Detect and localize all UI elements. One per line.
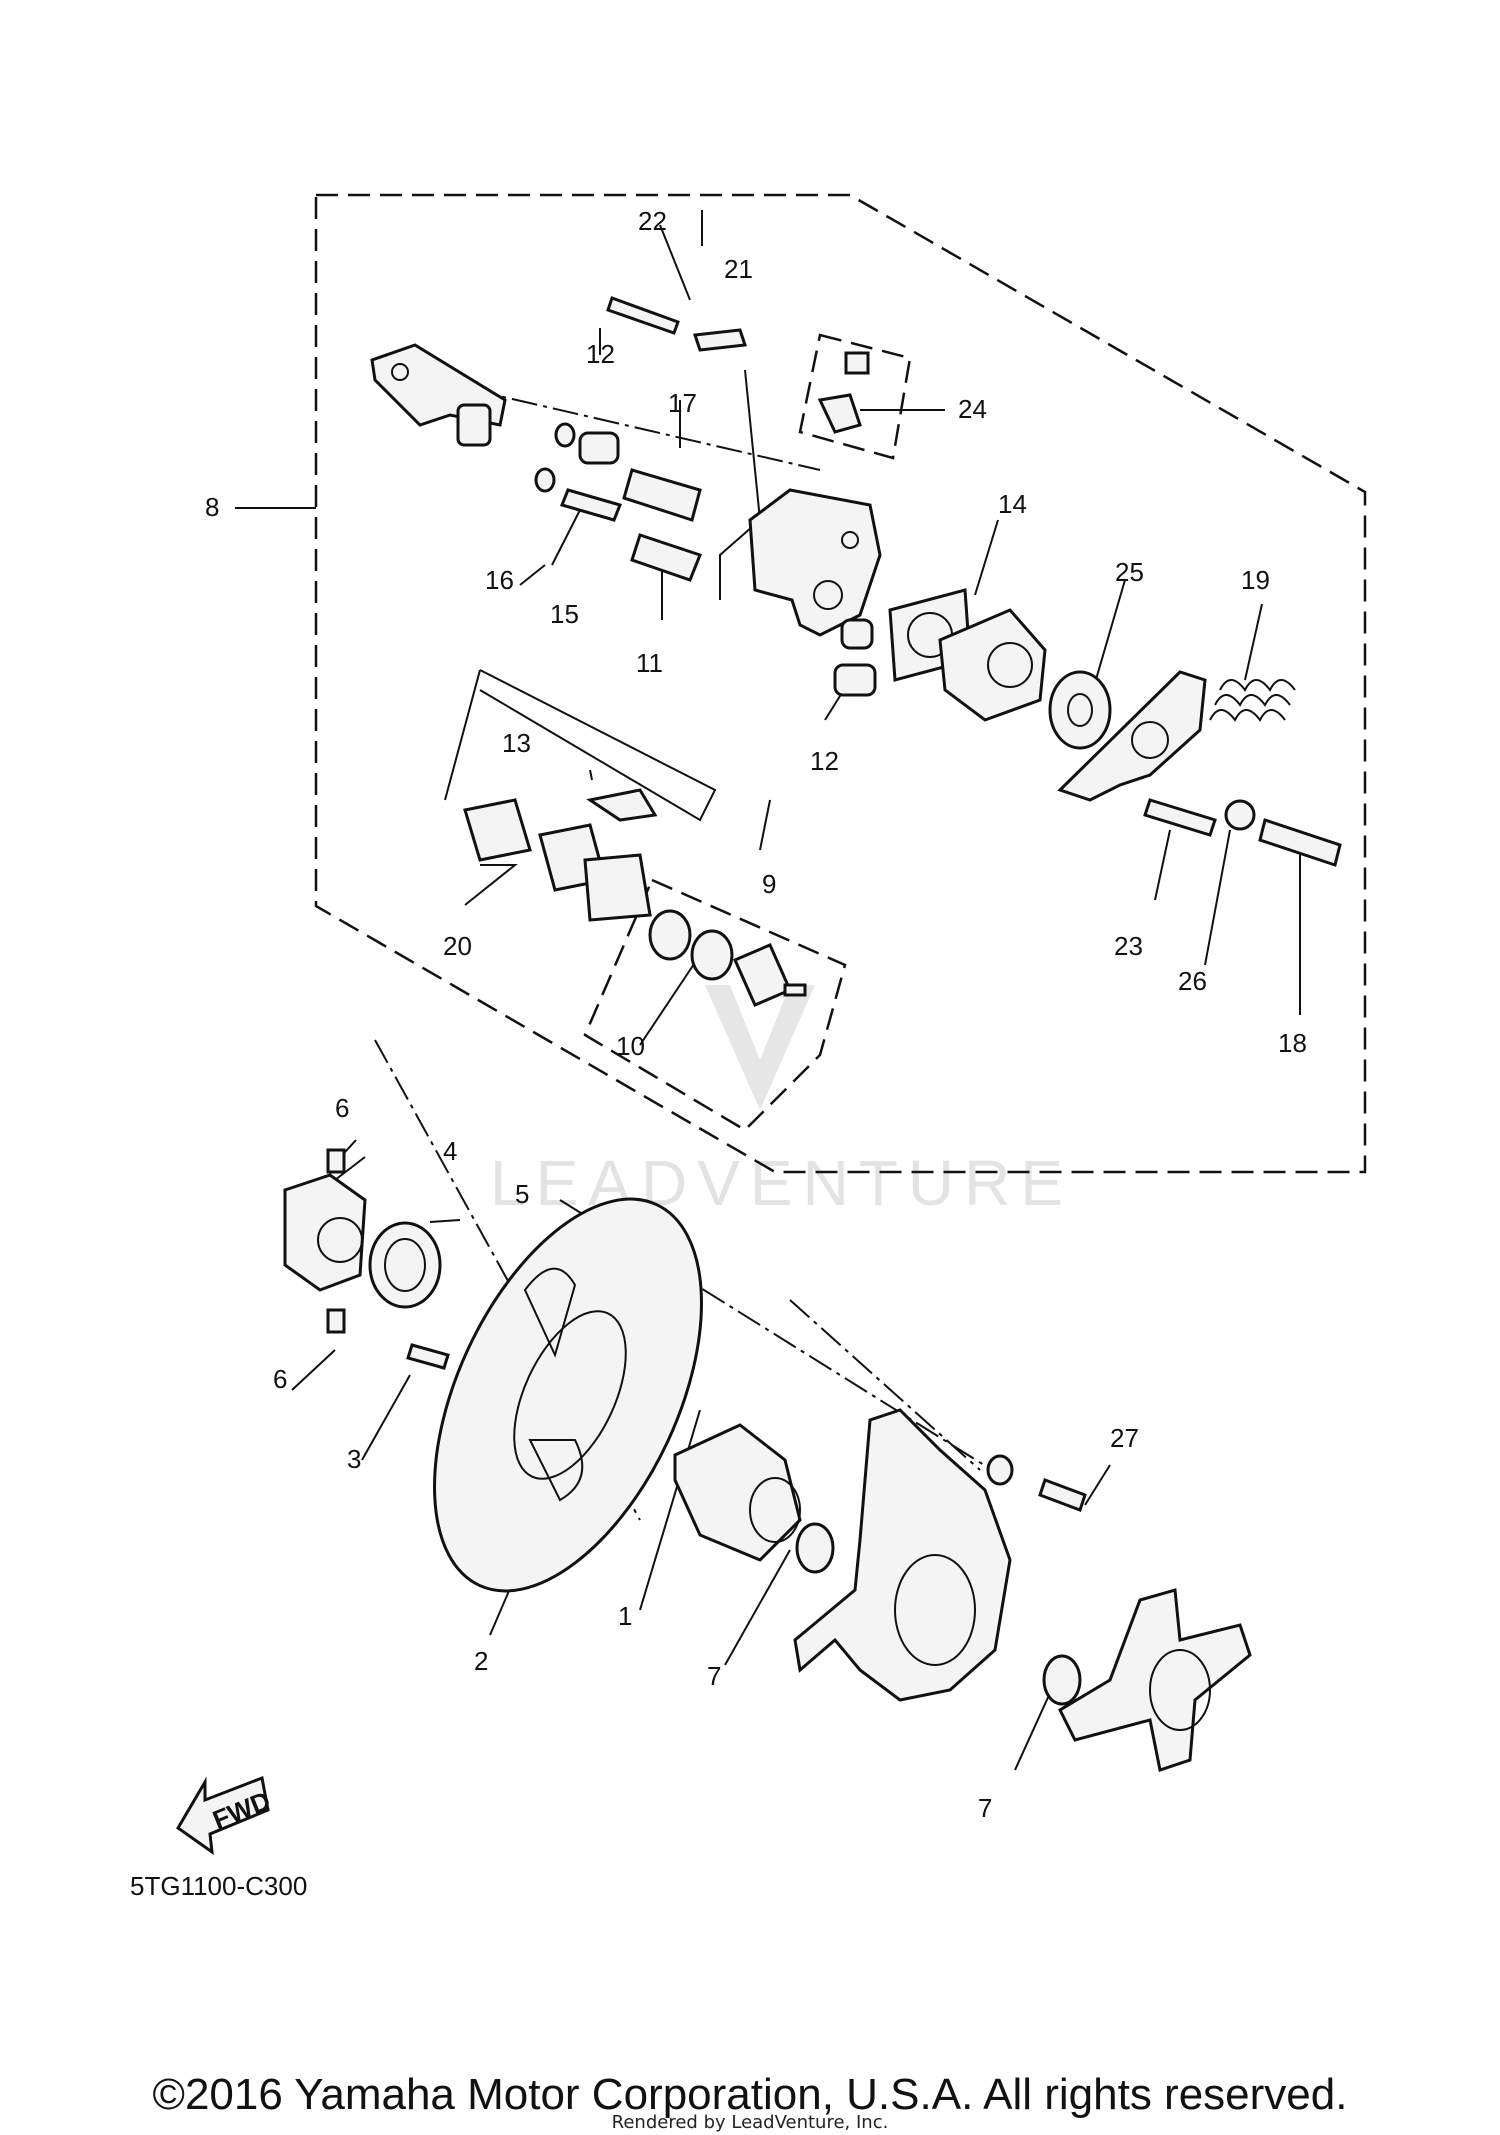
callout-3: 3 [347, 1444, 361, 1474]
callout-13: 13 [502, 728, 531, 758]
clip-13 [586, 788, 658, 822]
callout-20: 20 [443, 931, 472, 961]
bolt-18 [1258, 818, 1342, 867]
callout-23: 23 [1114, 931, 1143, 961]
pin-17 [622, 468, 702, 522]
diagram-code: 5TG1100-C300 [130, 1871, 307, 1901]
callout-6-upper: 6 [335, 1093, 349, 1123]
callout-15: 15 [550, 599, 579, 629]
nut-26 [1224, 799, 1256, 831]
callout-2: 2 [474, 1646, 488, 1676]
callout-19: 19 [1241, 565, 1270, 595]
pin-15 [559, 488, 623, 522]
fwd-arrow: FWD [176, 1775, 275, 1856]
bushing-12-lower [833, 663, 877, 697]
bushing-side [840, 618, 874, 650]
bracket-boss [456, 403, 492, 447]
callout-14: 14 [998, 489, 1027, 519]
watermark: LEADVENTURE [490, 985, 1073, 1219]
callout-12-lower: 12 [810, 746, 839, 776]
washer-5 [368, 1221, 442, 1309]
caliper-body [748, 488, 882, 637]
rendered-by-notice: Rendered by LeadVenture, Inc. [611, 2112, 889, 2133]
brake-pad-a [463, 798, 532, 862]
callout-6-lower: 6 [273, 1364, 287, 1394]
center-line-c [789, 1299, 981, 1471]
callout-26: 26 [1178, 966, 1207, 996]
o-ring-icon [534, 467, 556, 493]
caliper-assembly-outline [314, 193, 1367, 1174]
hub-1 [673, 1423, 802, 1562]
bushing-upper [578, 431, 620, 465]
callout-11: 11 [636, 648, 663, 678]
housing-14 [938, 608, 1047, 722]
callout-9: 9 [762, 869, 776, 899]
brake-pad-c [583, 853, 652, 922]
bearing-25 [1048, 670, 1112, 750]
piston-kit-outline [583, 878, 847, 1132]
callout-18: 18 [1278, 1028, 1307, 1058]
callout-7-lower: 7 [978, 1793, 992, 1823]
pin-11 [630, 533, 702, 582]
bleeder-screw [844, 351, 870, 375]
callout-5: 5 [515, 1179, 529, 1209]
clip-21 [692, 328, 748, 352]
callout-17: 17 [668, 388, 697, 418]
bleeder-kit-outline [798, 333, 912, 460]
callout-4: 4 [443, 1136, 457, 1166]
copyright-notice: ©2016 Yamaha Motor Corporation, U.S.A. A… [152, 2070, 1348, 2119]
callout-7-upper: 7 [707, 1661, 721, 1691]
piston-9 [733, 943, 792, 1007]
o-ring-7-upper [795, 1522, 835, 1574]
set-screw-6-lower [326, 1308, 346, 1334]
set-screw-6-upper [326, 1148, 346, 1174]
callout-1: 1 [618, 1601, 632, 1631]
watermark-text: LEADVENTURE [490, 1147, 1073, 1219]
axle-nut-4 [283, 1173, 367, 1292]
callout-22: 22 [638, 206, 667, 236]
callout-12-upper: 12 [586, 339, 615, 369]
o-ring-7-lower [1042, 1654, 1082, 1706]
callout-10: 10 [616, 1031, 645, 1061]
callout-16: 16 [485, 565, 514, 595]
cross-hub [1058, 1588, 1252, 1772]
callout-27: 27 [1110, 1423, 1139, 1453]
callout-24: 24 [958, 394, 987, 424]
knuckle [793, 1408, 1012, 1702]
bolt-27 [1038, 1478, 1087, 1512]
brake-disc [433, 1197, 703, 1593]
callout-25: 25 [1115, 557, 1144, 587]
piston-seal-a [648, 909, 692, 961]
callout-8: 8 [205, 492, 219, 522]
callout-21: 21 [724, 254, 753, 284]
washer-icon [554, 422, 576, 448]
bolt-3 [406, 1343, 450, 1370]
bolt-22 [606, 296, 680, 335]
bolt-23 [1143, 798, 1217, 837]
knuckle-eye [986, 1454, 1014, 1486]
piston-seal-b [690, 929, 734, 981]
bleeder-cap [817, 393, 862, 434]
